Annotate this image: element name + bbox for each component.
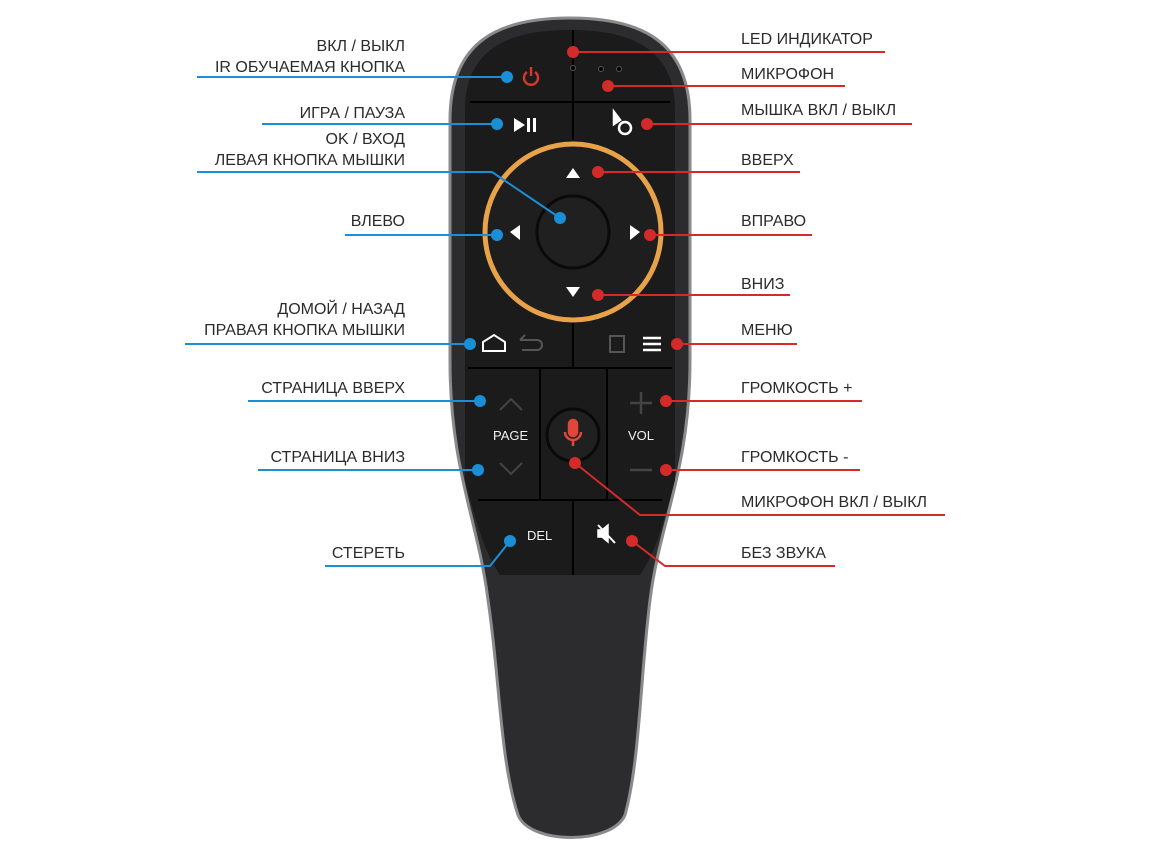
page-down-icon[interactable] <box>499 462 523 476</box>
page-up-icon[interactable] <box>499 397 523 411</box>
left-arrow-icon[interactable] <box>510 225 520 240</box>
right-leader-dots <box>567 46 683 547</box>
left-leader-dots <box>464 71 566 547</box>
up-arrow-icon[interactable] <box>566 168 580 178</box>
label-page-down: СТРАНИЦА ВНИЗ <box>270 449 405 466</box>
label-line: ВКЛ / ВЫКЛ <box>316 38 405 55</box>
label-mic-toggle: МИКРОФОН ВКЛ / ВЫКЛ <box>741 494 928 511</box>
label-down: ВНИЗ <box>741 276 785 293</box>
vol-up-icon[interactable] <box>630 392 652 414</box>
label-delete: СТЕРЕТЬ <box>331 545 405 562</box>
page-button-label: PAGE <box>493 428 529 443</box>
settings-icon[interactable] <box>609 335 625 353</box>
label-mouse-toggle: МЫШКА ВКЛ / ВЫКЛ <box>741 102 897 119</box>
label-home-back: ДОМОЙ / НАЗАД ПРАВАЯ КНОПКА МЫШКИ <box>204 301 405 340</box>
play-pause-icon[interactable] <box>514 118 536 132</box>
label-microphone: МИКРОФОН <box>741 66 835 83</box>
power-icon[interactable] <box>522 67 540 86</box>
left-leader-lines <box>185 76 561 567</box>
label-vol-up: ГРОМКОСТЬ + <box>741 380 853 397</box>
label-ok: OK / ВХОД ЛЕВАЯ КНОПКА МЫШКИ <box>215 131 405 170</box>
right-leader-lines <box>573 51 945 567</box>
ok-button[interactable] <box>535 194 611 270</box>
mouse-toggle-icon[interactable] <box>612 108 633 136</box>
right-arrow-icon[interactable] <box>630 225 640 240</box>
label-vol-down: ГРОМКОСТЬ - <box>741 449 849 466</box>
del-button-label: DEL <box>527 528 553 543</box>
label-line: ЛЕВАЯ КНОПКА МЫШКИ <box>214 152 405 169</box>
vol-button-label: VOL <box>628 428 655 443</box>
menu-icon[interactable] <box>643 336 661 352</box>
label-right: ВПРАВО <box>741 213 807 230</box>
mute-icon[interactable] <box>597 523 616 544</box>
label-line: ДОМОЙ / НАЗАД <box>277 301 405 318</box>
label-menu: МЕНЮ <box>741 322 793 339</box>
microphone-icon <box>563 418 583 446</box>
label-line: IR ОБУЧАЕМАЯ КНОПКА <box>214 59 405 76</box>
label-line: OK / ВХОД <box>325 131 406 148</box>
label-page-up: СТРАНИЦА ВВЕРХ <box>261 380 405 397</box>
led-indicator <box>570 65 576 71</box>
label-mute: БЕЗ ЗВУКА <box>741 545 826 562</box>
back-icon[interactable] <box>519 334 543 351</box>
down-arrow-icon[interactable] <box>566 287 580 297</box>
label-play-pause: ИГРА / ПАУЗА <box>299 105 405 122</box>
label-led: LED ИНДИКАТОР <box>741 31 873 48</box>
mic-hole-icon <box>616 66 622 72</box>
home-icon[interactable] <box>482 333 506 352</box>
label-power: ВКЛ / ВЫКЛ IR ОБУЧАЕМАЯ КНОПКА <box>215 38 405 77</box>
label-line: ПРАВАЯ КНОПКА МЫШКИ <box>204 322 405 339</box>
label-up: ВВЕРХ <box>741 152 794 169</box>
mic-hole-icon <box>598 66 604 72</box>
label-left: ВЛЕВО <box>350 213 405 230</box>
